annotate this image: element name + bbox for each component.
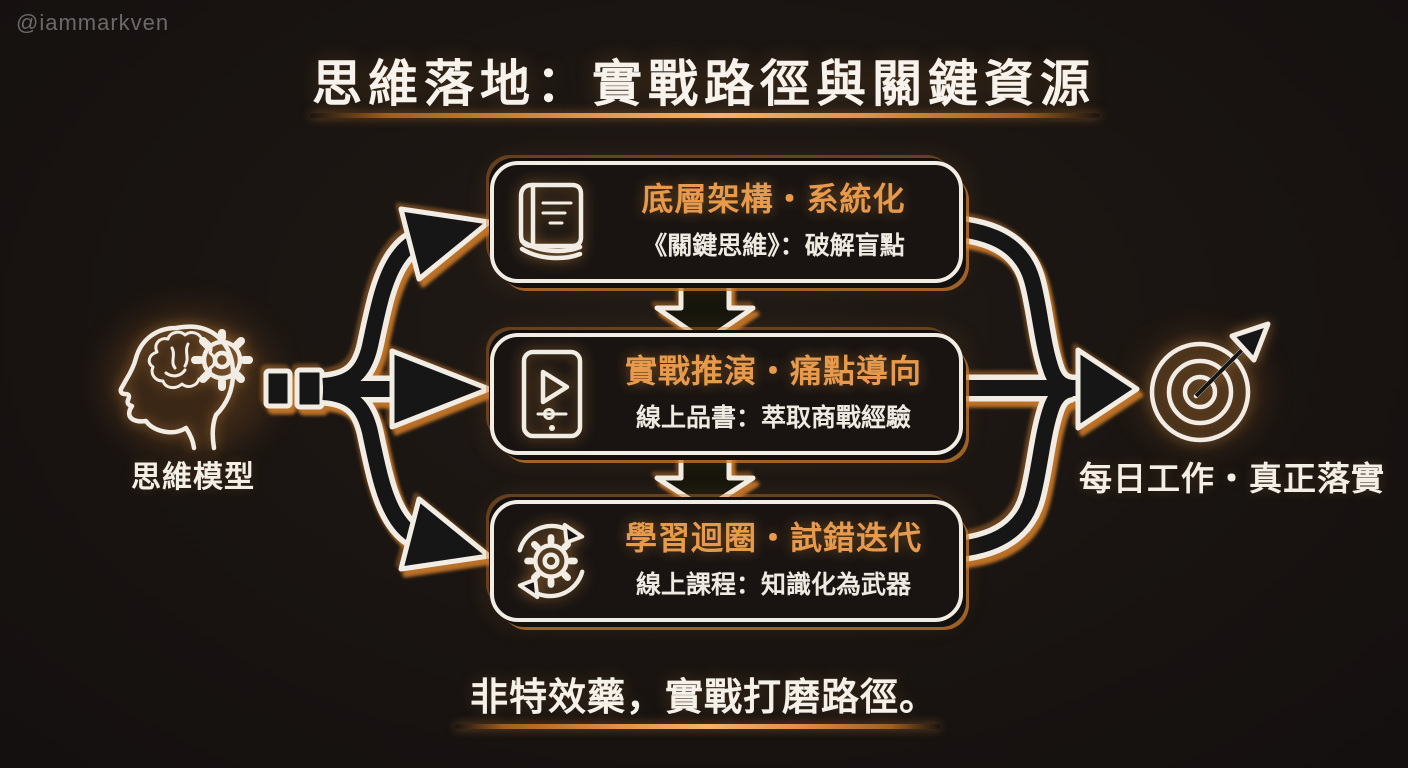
source-label: 思維模型 bbox=[131, 461, 255, 494]
book-icon bbox=[510, 175, 592, 269]
step-box-practice: 實戰推演・痛點導向 線上品書：萃取商戰經驗 bbox=[490, 333, 963, 455]
page-title: 思維落地：實戰路徑與關鍵資源 bbox=[312, 56, 1096, 112]
arrowhead-to-step-3 bbox=[398, 496, 492, 572]
footer-tagline: 非特效藥，實戰打磨路徑。 bbox=[469, 677, 938, 719]
tablet-play-icon bbox=[510, 347, 592, 441]
dash-segment bbox=[294, 367, 325, 410]
watermark: @iammarkven bbox=[16, 10, 170, 35]
head-brain-gear-icon bbox=[118, 324, 253, 451]
sync-gear-icon bbox=[510, 514, 592, 608]
step-title: 實戰推演・痛點導向 bbox=[624, 353, 922, 390]
arrowhead-to-step-1 bbox=[398, 206, 492, 282]
target-arrow-icon bbox=[1149, 321, 1271, 443]
down-arrow-2 bbox=[654, 448, 756, 512]
step-title: 底層架構・系統化 bbox=[641, 181, 906, 218]
dash-segment bbox=[263, 368, 293, 409]
step-subtitle: 線上課程：知識化為武器 bbox=[635, 570, 911, 599]
step-title: 學習迴圈・試錯迭代 bbox=[624, 520, 922, 557]
destination-label: 每日工作・真正落實 bbox=[1079, 460, 1385, 497]
arrowhead-to-step-2 bbox=[389, 348, 492, 430]
footer-underline bbox=[455, 724, 940, 729]
step-subtitle: 線上品書：萃取商戰經驗 bbox=[635, 403, 911, 432]
arrowhead-to-target bbox=[1075, 347, 1140, 431]
split-arrows bbox=[263, 206, 492, 572]
down-arrow-1 bbox=[654, 276, 756, 344]
gear-icon bbox=[191, 329, 253, 391]
step-subtitle: 《關鍵思維》：破解盲點 bbox=[642, 231, 905, 260]
step-box-foundation: 底層架構・系統化 《關鍵思維》：破解盲點 bbox=[490, 161, 963, 283]
down-arrows bbox=[654, 276, 756, 512]
step-box-loop: 學習迴圈・試錯迭代 線上課程：知識化為武器 bbox=[490, 500, 963, 622]
title-underline bbox=[310, 113, 1100, 118]
